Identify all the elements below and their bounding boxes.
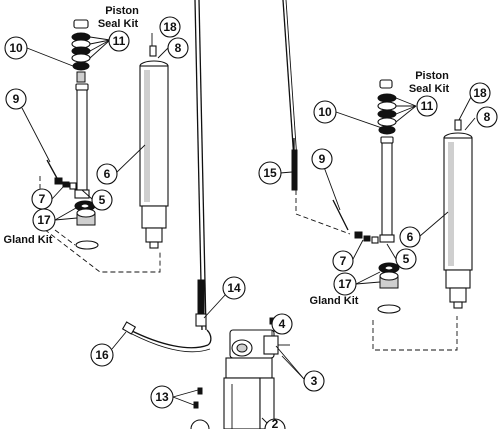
callout-8-right: 8 <box>476 106 498 128</box>
left-piston-rod <box>74 83 90 199</box>
callout-2: 2 <box>264 417 286 429</box>
gland-kit-right-label: Gland Kit <box>310 295 359 307</box>
callout-9-right: 9 <box>311 148 333 170</box>
piston-seal-kit-left-label-2: Seal Kit <box>98 18 139 30</box>
kit-labels: Piston Seal Kit Piston Seal Kit Gland Ki… <box>4 5 450 307</box>
callout-9-left: 9 <box>5 88 27 110</box>
right-piston-seal-stack <box>377 79 397 135</box>
svg-text:9: 9 <box>319 152 326 166</box>
svg-text:15: 15 <box>263 166 277 180</box>
svg-text:18: 18 <box>473 86 487 100</box>
callout-3: 3 <box>303 370 325 392</box>
right-pin-parts <box>332 199 379 244</box>
right-cylinder-barrel <box>443 119 473 309</box>
right-hose-bar <box>291 138 298 191</box>
svg-text:18: 18 <box>163 20 177 34</box>
piston-seal-kit-left-label-1: Piston <box>105 5 139 17</box>
callout-16: 16 <box>90 343 114 367</box>
svg-text:9: 9 <box>13 92 20 106</box>
callout-6-right: 6 <box>399 226 421 248</box>
svg-text:14: 14 <box>227 281 241 295</box>
piston-seal-kit-right-label-1: Piston <box>415 70 449 82</box>
callout-17-left: 17 <box>32 208 56 232</box>
left-gland-parts <box>74 200 99 250</box>
callout-18-left: 18 <box>159 16 181 38</box>
callout-5-right: 5 <box>395 248 417 270</box>
right-dashed-guides <box>295 190 458 351</box>
svg-text:2: 2 <box>272 417 279 429</box>
right-cylinder-assembly <box>291 79 473 351</box>
svg-text:8: 8 <box>484 110 491 124</box>
svg-text:6: 6 <box>407 230 414 244</box>
svg-text:5: 5 <box>403 252 410 266</box>
svg-text:4: 4 <box>279 317 286 331</box>
right-piston-rod <box>379 136 395 243</box>
right-gland-parts <box>377 262 401 314</box>
callout-13: 13 <box>150 385 174 409</box>
svg-text:6: 6 <box>104 167 111 181</box>
callout-7-left: 7 <box>31 188 53 210</box>
callout-5-left: 5 <box>91 189 113 211</box>
callout-14: 14 <box>222 276 246 300</box>
svg-text:11: 11 <box>113 34 126 48</box>
callout-6-left: 6 <box>96 163 118 185</box>
callout-15: 15 <box>258 161 282 185</box>
callout-7-right: 7 <box>332 250 354 272</box>
svg-text:13: 13 <box>155 390 169 404</box>
svg-text:5: 5 <box>99 193 106 207</box>
leader-lines <box>21 33 476 425</box>
svg-text:7: 7 <box>39 192 46 206</box>
svg-text:17: 17 <box>338 277 352 291</box>
left-piston-seal-stack <box>71 19 91 83</box>
callouts: 10 11 18 8 9 6 7 5 <box>4 16 498 429</box>
callout-11-right: 11 <box>416 95 438 117</box>
callout-10-left: 10 <box>4 36 28 60</box>
hose-and-pump <box>121 279 290 429</box>
piston-seal-kit-right-label-2: Seal Kit <box>409 83 450 95</box>
callout-11-left: 11 <box>108 30 130 52</box>
svg-text:7: 7 <box>340 254 347 268</box>
callout-4: 4 <box>271 313 293 335</box>
left-cylinder-barrel <box>139 45 169 249</box>
svg-text:16: 16 <box>95 348 109 362</box>
callout-partial-bottom <box>190 419 210 429</box>
svg-text:11: 11 <box>421 99 434 113</box>
svg-text:10: 10 <box>9 41 23 55</box>
left-cylinder-assembly <box>39 19 169 273</box>
frame-lines <box>194 0 298 331</box>
callout-17-right: 17 <box>333 272 357 296</box>
left-pin-parts <box>46 159 77 190</box>
callout-10-right: 10 <box>313 100 337 124</box>
callout-8-left: 8 <box>167 37 189 59</box>
callout-18-right: 18 <box>469 82 491 104</box>
svg-text:17: 17 <box>37 213 51 227</box>
svg-text:10: 10 <box>318 105 332 119</box>
svg-text:3: 3 <box>311 374 318 388</box>
svg-text:8: 8 <box>175 41 182 55</box>
gland-kit-left-label: Gland Kit <box>4 234 53 246</box>
